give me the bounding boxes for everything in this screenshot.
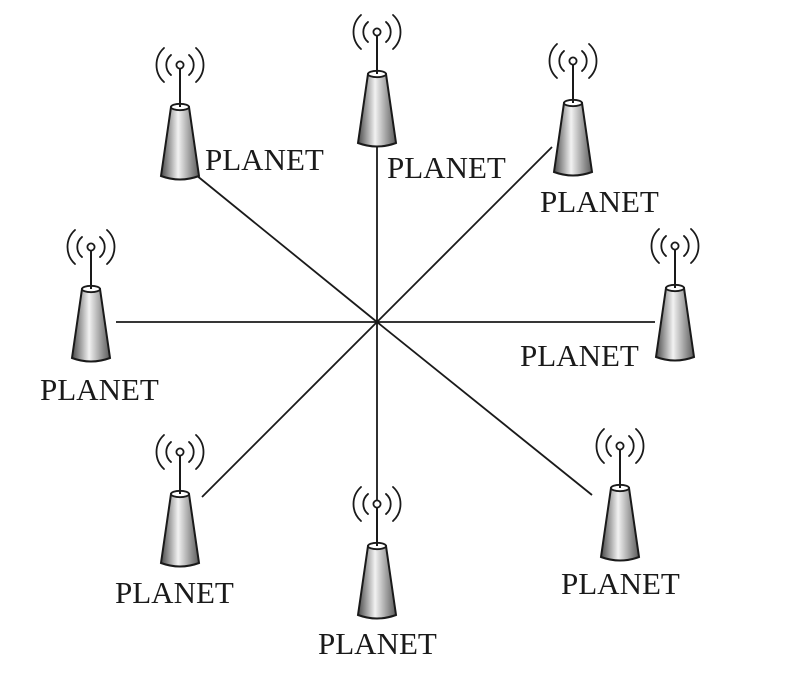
antenna-tower-icon	[650, 228, 700, 362]
signal-waves-icon	[352, 486, 402, 522]
antenna-tower-icon	[66, 229, 116, 363]
antenna-tower-icon	[155, 434, 205, 568]
antenna-tower-icon	[595, 428, 645, 562]
station-label-top-right: PLANET	[540, 184, 659, 219]
signal-waves-icon	[155, 47, 205, 83]
station-bottom: PLANET	[318, 486, 437, 661]
signal-waves-icon	[650, 228, 700, 264]
station-label-right: PLANET	[520, 338, 639, 373]
signal-waves-icon	[352, 14, 402, 50]
signal-waves-icon	[66, 229, 116, 265]
station-right: PLANET	[520, 228, 700, 373]
spoke-bottom-right	[376, 321, 593, 496]
antenna-tower-icon	[548, 43, 598, 177]
antenna-tower-icon	[352, 14, 402, 148]
station-top-left: PLANET	[155, 47, 324, 181]
spoke-bottom-left	[201, 321, 378, 498]
station-label-left: PLANET	[40, 372, 159, 407]
hub-node	[375, 320, 379, 324]
station-label-bottom: PLANET	[318, 626, 437, 661]
signal-waves-icon	[595, 428, 645, 464]
antenna-tower-icon	[352, 486, 402, 620]
station-label-top-left: PLANET	[205, 142, 324, 177]
station-label-bottom-right: PLANET	[561, 566, 680, 601]
antenna-tower-icon	[155, 47, 205, 181]
spoke-top-right	[376, 146, 553, 323]
signal-waves-icon	[548, 43, 598, 79]
station-left: PLANET	[40, 229, 159, 407]
spoke-top-left	[195, 174, 378, 323]
spokes	[116, 145, 655, 548]
station-label-bottom-left: PLANET	[115, 575, 234, 610]
station-top-right: PLANET	[540, 43, 659, 219]
signal-waves-icon	[155, 434, 205, 470]
station-bottom-left: PLANET	[115, 434, 234, 610]
station-bottom-right: PLANET	[561, 428, 680, 601]
station-top: PLANET	[352, 14, 506, 185]
station-label-top: PLANET	[387, 150, 506, 185]
